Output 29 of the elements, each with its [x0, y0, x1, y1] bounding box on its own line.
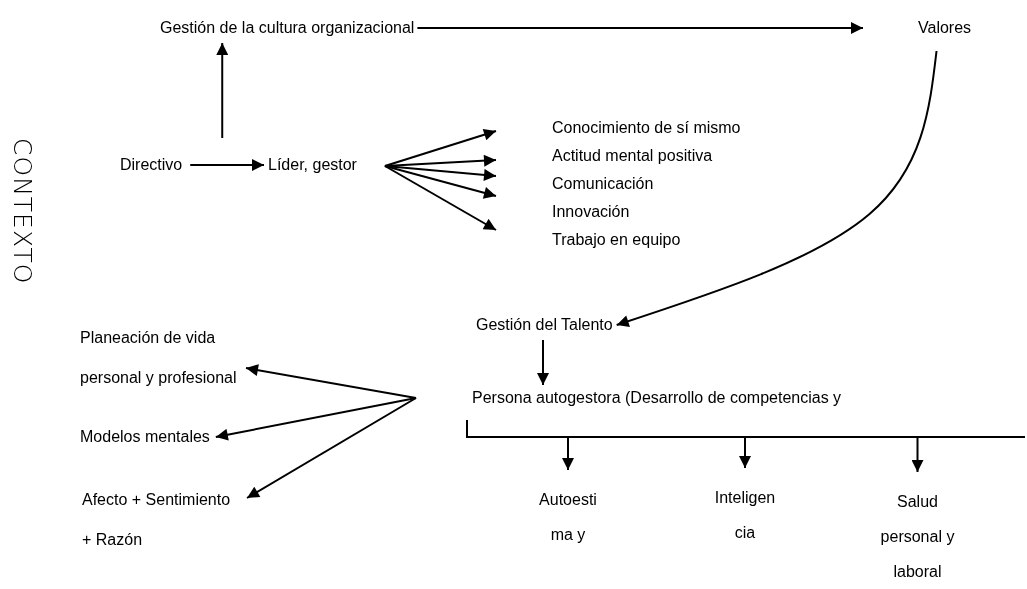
arrow — [383, 128, 497, 167]
node-text: Conocimiento de sí mismo — [552, 117, 741, 139]
vertical-label: CONTEXTO — [8, 138, 37, 285]
node-text: Líder, gestor — [268, 154, 357, 176]
node-text: Autoesti ma y — [528, 482, 608, 552]
arrow — [615, 50, 938, 327]
node-text: Planeación de vida personal y profesional — [80, 318, 240, 398]
node-text: Persona autogestora (Desarrollo de competencias y — [472, 387, 842, 409]
arrow — [537, 339, 549, 386]
arrow — [189, 159, 265, 171]
arrow — [383, 165, 497, 231]
node-text: Afecto + Sentimiento + Razón — [82, 480, 237, 560]
node-text: Gestión del Talento — [476, 314, 613, 336]
arrow — [466, 419, 924, 473]
node-text: Innovación — [552, 201, 630, 223]
node-text: Salud personal y laboral — [875, 484, 960, 589]
node-text: Modelos mentales — [80, 426, 210, 448]
node-text: Inteligen cia — [705, 480, 785, 550]
node-text: Gestión de la cultura organizacional — [160, 17, 415, 39]
arrow — [214, 397, 417, 441]
node-text: Valores — [918, 17, 972, 39]
node-text: Comunicación — [552, 173, 654, 195]
arrow — [216, 42, 229, 139]
node-text: Trabajo en equipo — [552, 229, 681, 251]
node-text: Actitud mental positiva — [552, 145, 713, 167]
arrow — [416, 22, 864, 34]
node-text: Directivo — [120, 154, 183, 176]
arrow — [383, 165, 497, 199]
arrow — [246, 397, 417, 499]
